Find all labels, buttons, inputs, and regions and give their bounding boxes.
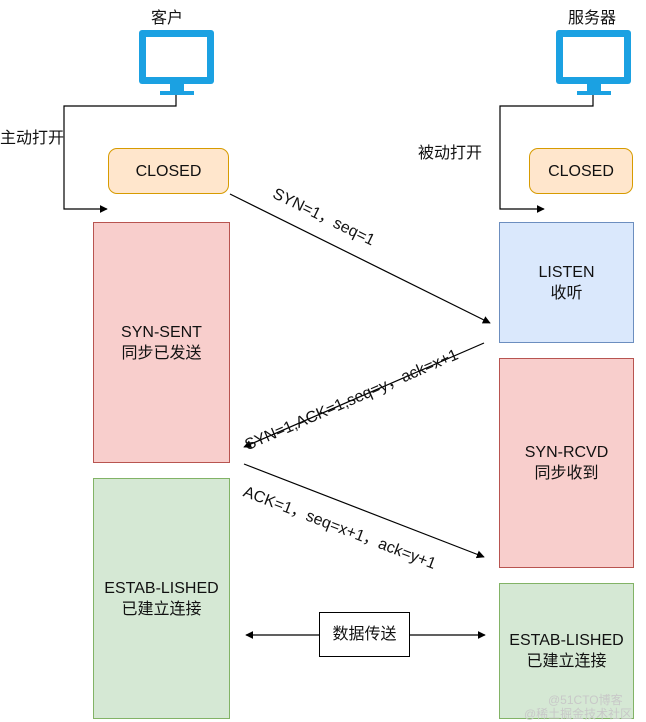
server-listen-state: LISTEN 收听 <box>499 222 634 343</box>
syn-sent-label: SYN-SENT <box>121 323 202 341</box>
server-monitor-icon <box>556 30 631 95</box>
syn-rcvd-label: SYN-RCVD <box>524 444 609 461</box>
server-established-state: ESTAB-LISHED 已建立连接 <box>499 583 634 719</box>
watermark-51cto: @51CTO博客 <box>548 693 623 707</box>
syn-rcvd-label-cn: 同步收到 <box>534 465 599 482</box>
data-transfer-label: 数据传送 <box>332 626 397 643</box>
server-open-label: 被动打开 <box>418 145 483 162</box>
server-closed-state: CLOSED <box>529 148 633 194</box>
server-established-label-cn: 已建立连接 <box>526 653 607 670</box>
client-open-connector <box>63 95 177 213</box>
client-established-label: ESTAB-LISHED <box>104 579 219 597</box>
syn-sent-label-cn: 同步已发送 <box>121 344 202 362</box>
ack-arrow <box>243 463 485 559</box>
server-established-label: ESTAB-LISHED <box>509 632 624 649</box>
client-monitor-icon <box>139 30 214 95</box>
server-closed-label: CLOSED <box>548 162 614 180</box>
server-title: 服务器 <box>568 10 617 27</box>
client-syn-sent-state: SYN-SENT 同步已发送 <box>93 222 230 463</box>
listen-label: LISTEN <box>538 263 595 281</box>
server-open-connector <box>499 95 594 213</box>
client-established-state: ESTAB-LISHED 已建立连接 <box>93 478 230 719</box>
data-transfer-box: 数据传送 <box>319 612 410 657</box>
client-established-label-cn: 已建立连接 <box>121 600 202 618</box>
server-syn-rcvd-state: SYN-RCVD 同步收到 <box>499 358 634 568</box>
client-title: 客户 <box>151 10 184 27</box>
client-closed-state: CLOSED <box>108 148 229 194</box>
client-open-label: 主动打开 <box>0 130 65 147</box>
watermark-juejin: @稀土掘金技术社区 <box>524 707 633 721</box>
syn-ack-arrow <box>243 342 485 448</box>
client-closed-label: CLOSED <box>135 162 202 180</box>
listen-label-cn: 收听 <box>550 284 583 302</box>
syn-arrow <box>229 193 491 324</box>
